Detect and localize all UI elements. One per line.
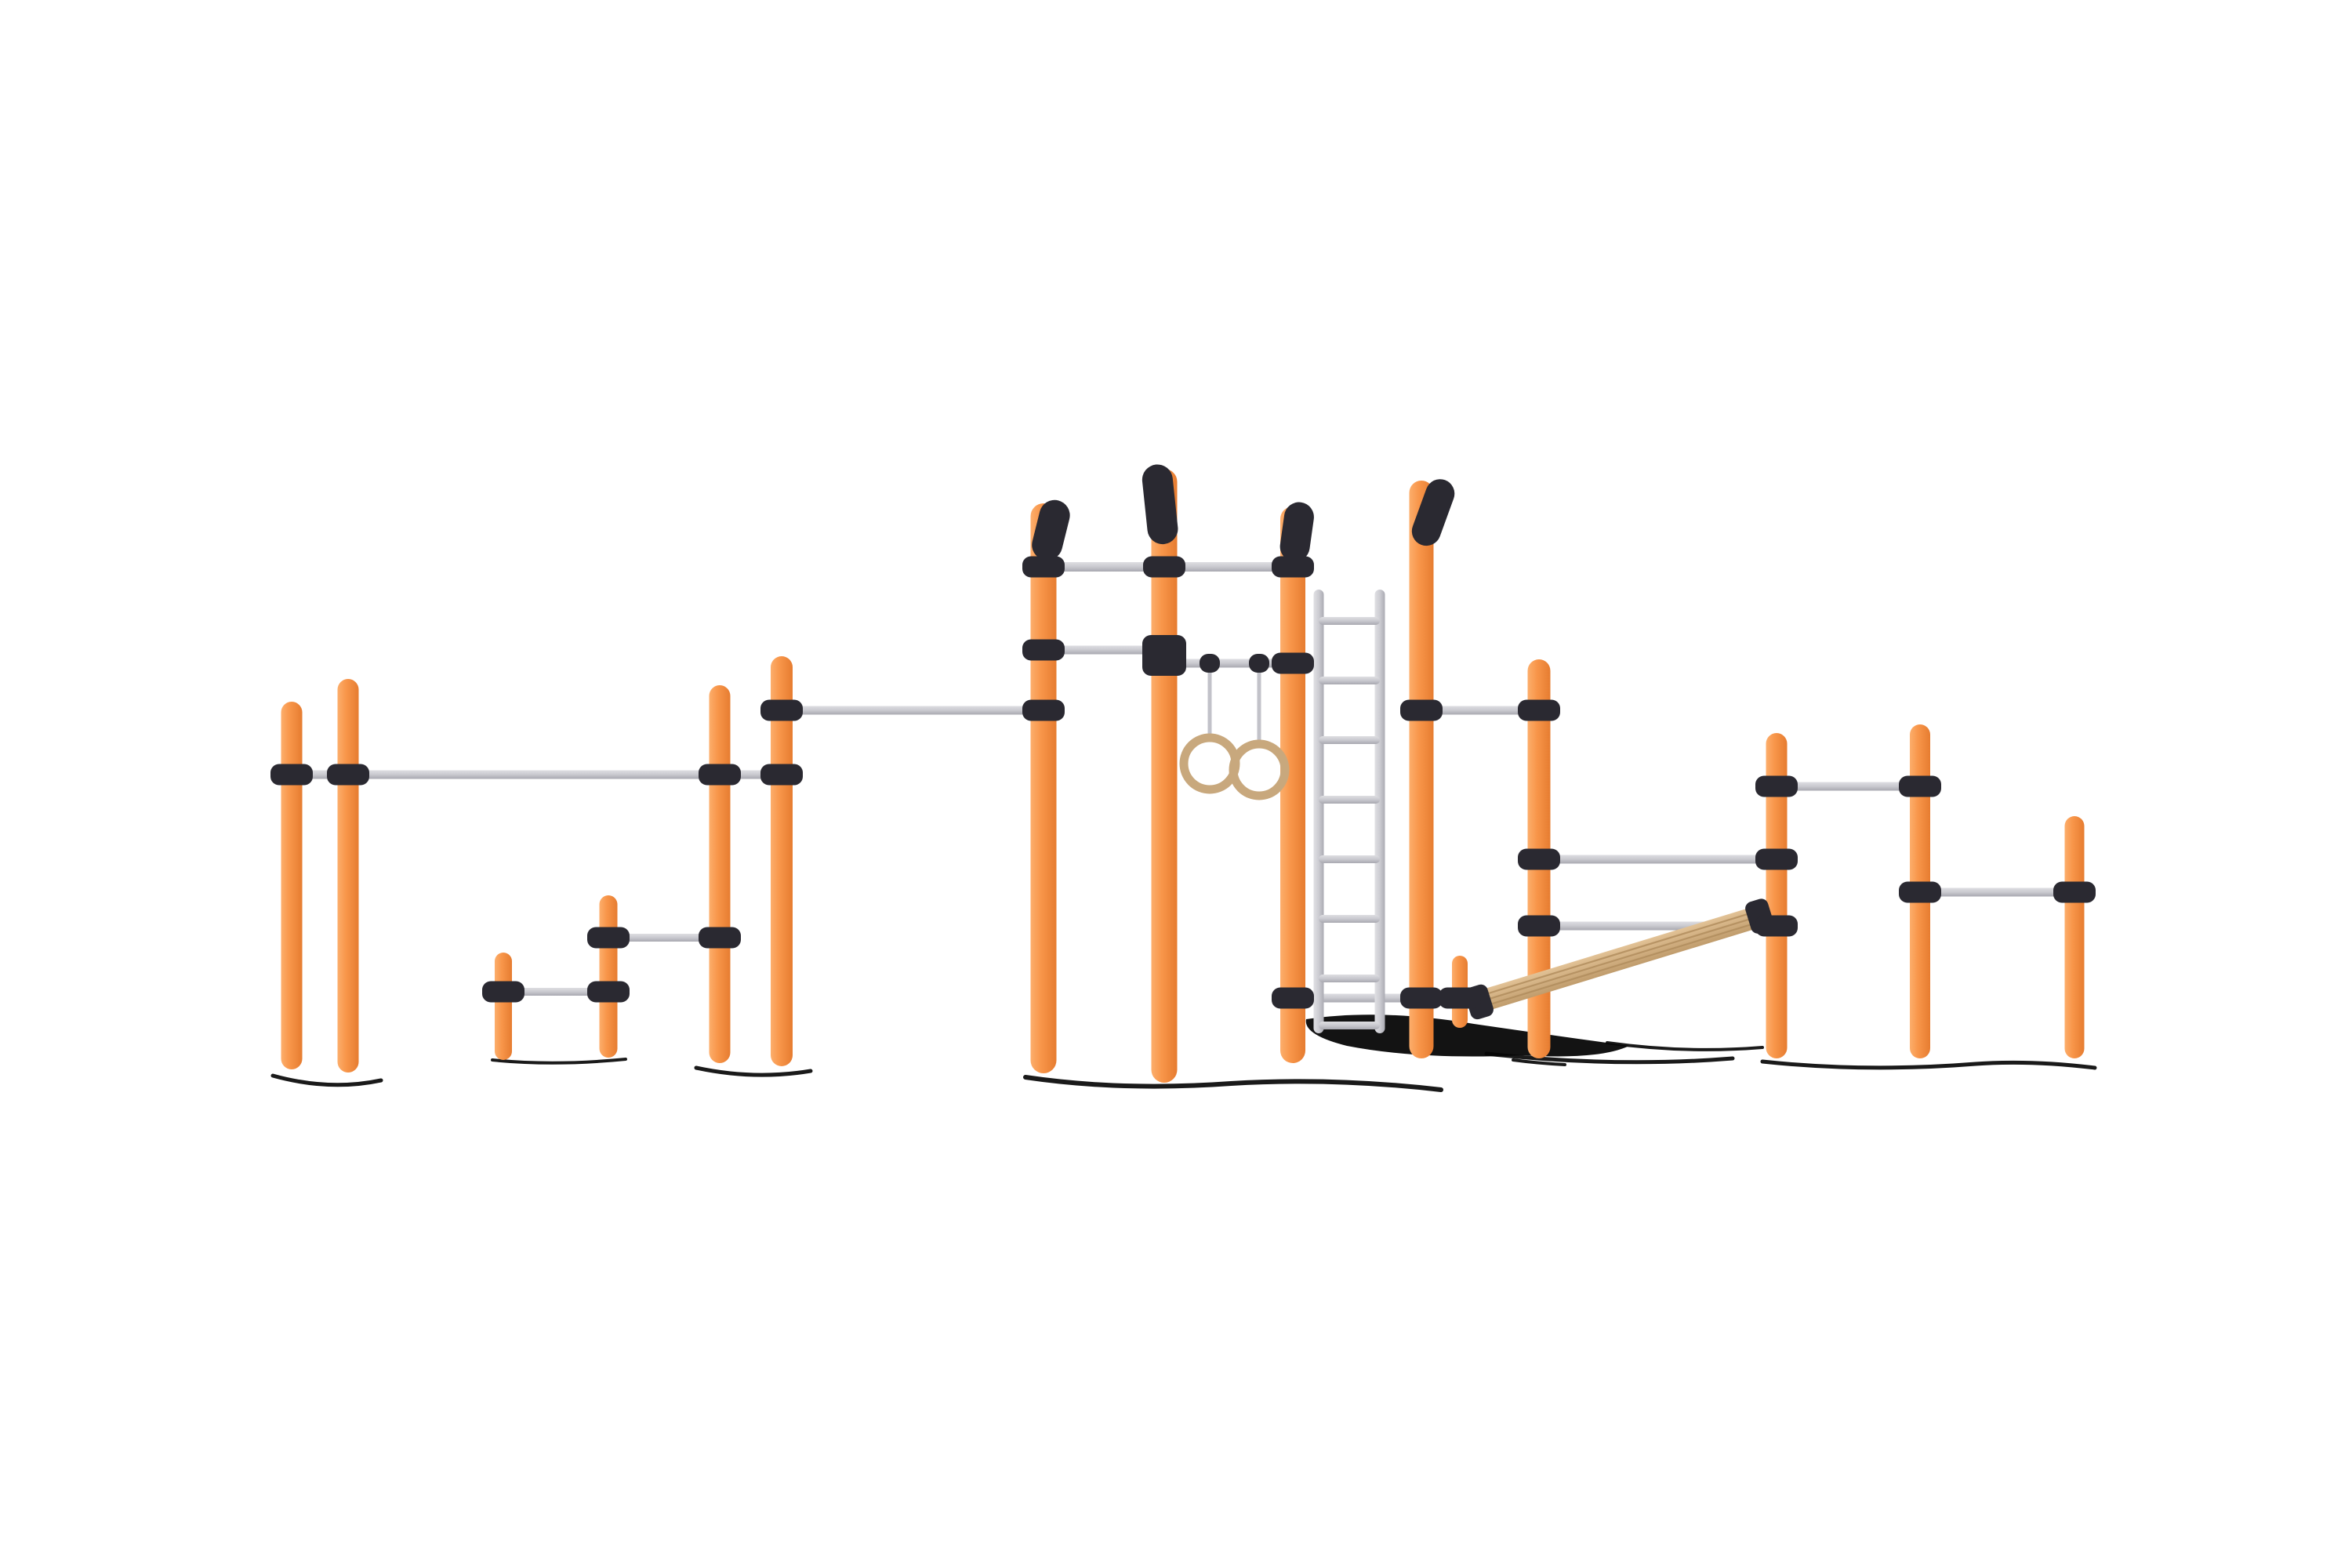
post-top-cap: [1032, 499, 1070, 561]
clamp-fitting: [1439, 987, 1481, 1009]
ladder-rung: [1319, 796, 1380, 804]
clamp-fitting: [760, 764, 803, 786]
clamp-fitting: [587, 927, 630, 949]
clamp-fitting: [1518, 699, 1560, 721]
clamp-fitting: [699, 764, 741, 786]
clamp-fitting: [1142, 635, 1186, 676]
ladder-rung: [1319, 736, 1380, 744]
post-top-cap: [1142, 464, 1178, 545]
orange-post: [1030, 503, 1057, 1073]
clamp-fitting: [270, 764, 313, 786]
steel-bar: [1421, 706, 1539, 715]
orange-post: [771, 656, 793, 1066]
clamp-fitting: [1272, 987, 1314, 1009]
clamp-fitting: [1272, 556, 1314, 578]
steel-bar: [1777, 782, 1920, 791]
orange-post: [281, 702, 303, 1069]
steel-bar: [1539, 855, 1777, 864]
orange-post: [1151, 469, 1178, 1083]
clamp-fitting: [482, 981, 524, 1003]
ladder-rung: [1319, 677, 1380, 684]
gymnastic-ring: [1179, 733, 1240, 794]
orange-post: [2064, 816, 2085, 1058]
orange-post: [1409, 481, 1434, 1058]
clamp-fitting: [1755, 848, 1798, 870]
ladder-rail: [1313, 590, 1324, 1033]
ground-shadow: [491, 1058, 627, 1065]
ladder-rung: [1319, 855, 1380, 863]
ladder-rung: [1319, 915, 1380, 923]
clamp-fitting: [699, 927, 741, 949]
steel-bar: [782, 706, 1044, 715]
steel-bar: [1920, 887, 2074, 897]
orange-post: [599, 895, 618, 1058]
ground-shadow: [1512, 1058, 1566, 1066]
bench-slat-line: [1479, 910, 1756, 997]
clamp-fitting: [1022, 699, 1065, 721]
clamp-fitting: [1755, 915, 1798, 937]
clamp-fitting: [1400, 987, 1443, 1009]
orange-post: [1766, 733, 1788, 1058]
bench-slat-line: [1481, 916, 1758, 1003]
ground-shadow: [1760, 1059, 2097, 1070]
clamp-fitting: [1200, 654, 1220, 673]
clamp-fitting: [1249, 654, 1269, 673]
ladder-rung: [1319, 1022, 1380, 1029]
orange-post: [709, 685, 731, 1063]
clamp-fitting: [2053, 881, 2096, 903]
clamp-fitting: [1143, 556, 1185, 578]
steel-bar: [292, 770, 782, 779]
ground-shadow: [1484, 1051, 1735, 1065]
ground-shadow: [270, 1073, 383, 1087]
steel-bar: [1044, 645, 1164, 655]
clamp-fitting: [1755, 775, 1798, 797]
clamp-fitting: [587, 981, 630, 1003]
bench-slat-line: [1483, 921, 1759, 1007]
clamp-fitting: [1518, 848, 1560, 870]
clamp-fitting: [760, 699, 803, 721]
ladder-rail: [1374, 590, 1385, 1033]
clamp-fitting: [1022, 639, 1065, 661]
orange-post: [337, 679, 359, 1073]
clamp-fitting: [1272, 652, 1314, 674]
post-top-cap: [1279, 502, 1314, 562]
ladder-rung: [1319, 975, 1380, 982]
clamp-fitting: [1022, 556, 1065, 578]
clamp-fitting: [1400, 699, 1443, 721]
gymnastic-ring: [1229, 739, 1290, 800]
clamp-fitting: [1899, 775, 1941, 797]
clamp-fitting: [327, 764, 369, 786]
steel-bar: [503, 988, 608, 996]
incline-bench: [1465, 898, 1774, 1020]
ground-shadow: [694, 1065, 813, 1077]
ground-shadow: [1023, 1075, 1443, 1092]
steel-bar: [608, 934, 720, 942]
ladder-rung: [1319, 617, 1380, 625]
orange-post: [1280, 506, 1305, 1063]
post-top-cap: [1411, 479, 1455, 546]
ground-shadow: [1606, 1041, 1764, 1051]
clamp-fitting: [1899, 881, 1941, 903]
clamp-fitting: [1518, 915, 1560, 937]
orange-post: [495, 953, 512, 1060]
